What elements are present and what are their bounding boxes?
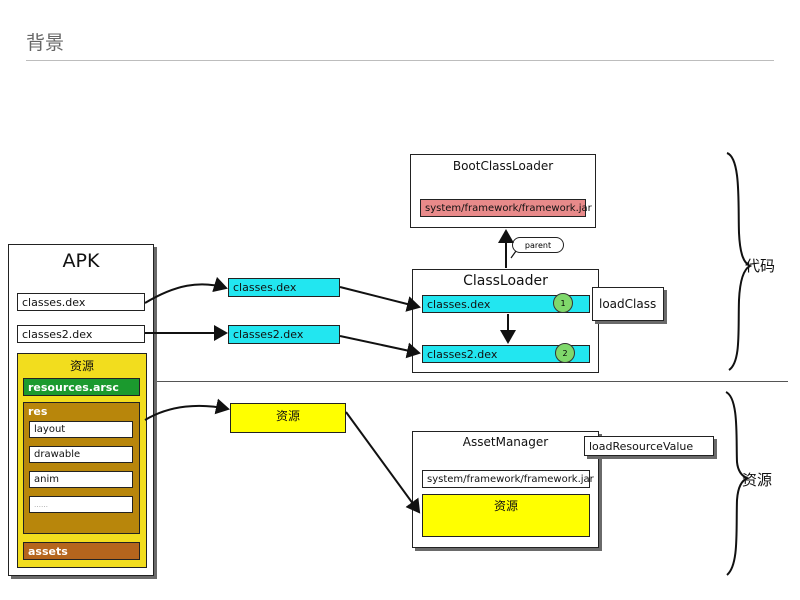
parent-label: parent (524, 240, 552, 250)
middle-resources: 资源 (230, 403, 346, 433)
middle-dex1: classes.dex (228, 278, 340, 297)
brace-resources (725, 391, 750, 576)
load-class-box: loadClass (592, 287, 664, 321)
step-2-marker: 2 (555, 343, 575, 363)
asset-manager-title: AssetManager (462, 435, 549, 449)
step-1-marker: 1 (553, 293, 573, 313)
apk-res-item: layout (29, 421, 133, 438)
class-loader-title: ClassLoader (463, 273, 548, 289)
code-section-label: 代码 (745, 257, 776, 275)
parent-bubble: parent (512, 237, 564, 253)
asset-resources: 资源 (422, 494, 590, 537)
boot-framework-jar: system/framework/framework.jar (420, 199, 592, 217)
brace-code (726, 152, 753, 371)
apk-resources-panel: 资源 resources.arsc res layout drawable an… (17, 353, 147, 568)
middle-resources-label: 资源 (275, 409, 300, 423)
apk-assets: assets (23, 542, 140, 560)
apk-dex2: classes2.dex (17, 325, 145, 343)
apk-res-panel: res layout drawable anim …… (23, 402, 140, 534)
arrow-dex1-classloader (339, 286, 421, 312)
apk-title: APK (62, 250, 100, 272)
boot-class-loader-title: BootClassLoader (452, 159, 554, 173)
class-loader-dex2: classes2.dex (422, 345, 590, 363)
asset-resources-label: 资源 (493, 499, 518, 513)
arrow-apk-dex1 (144, 276, 228, 304)
apk-res-item: …… (29, 496, 133, 513)
bubble-tail (510, 250, 517, 259)
apk-res-item: drawable (29, 446, 133, 463)
apk-dex1: classes.dex (17, 293, 145, 311)
apk-res-item: anim (29, 471, 133, 488)
apk-res-title: res (28, 404, 48, 418)
class-loader-dex1: classes.dex (422, 295, 590, 313)
boot-class-loader-box: BootClassLoader system/framework/framewo… (410, 154, 596, 228)
asset-framework-jar: system/framework/framework.jar (422, 470, 594, 488)
arrow-resources-assetmanager (345, 411, 421, 514)
class-loader-box: ClassLoader classes.dex classes2.dex 1 2 (412, 269, 599, 373)
asset-manager-box: AssetManager system/framework/framework.… (412, 431, 599, 548)
apk-arsc: resources.arsc (23, 378, 140, 396)
apk-box: APK classes.dex classes2.dex 资源 resource… (8, 244, 154, 576)
middle-dex2: classes2.dex (228, 325, 340, 344)
arrow-dex2-classloader (339, 335, 421, 359)
load-resource-value-box: loadResourceValue (584, 436, 714, 456)
page-title: 背景 (26, 32, 65, 54)
section-divider (155, 381, 788, 382)
title-rule (26, 60, 774, 61)
resources-section-label: 资源 (742, 471, 773, 489)
arrow-apk-resources (144, 398, 230, 421)
apk-resources-title: 资源 (69, 359, 94, 373)
